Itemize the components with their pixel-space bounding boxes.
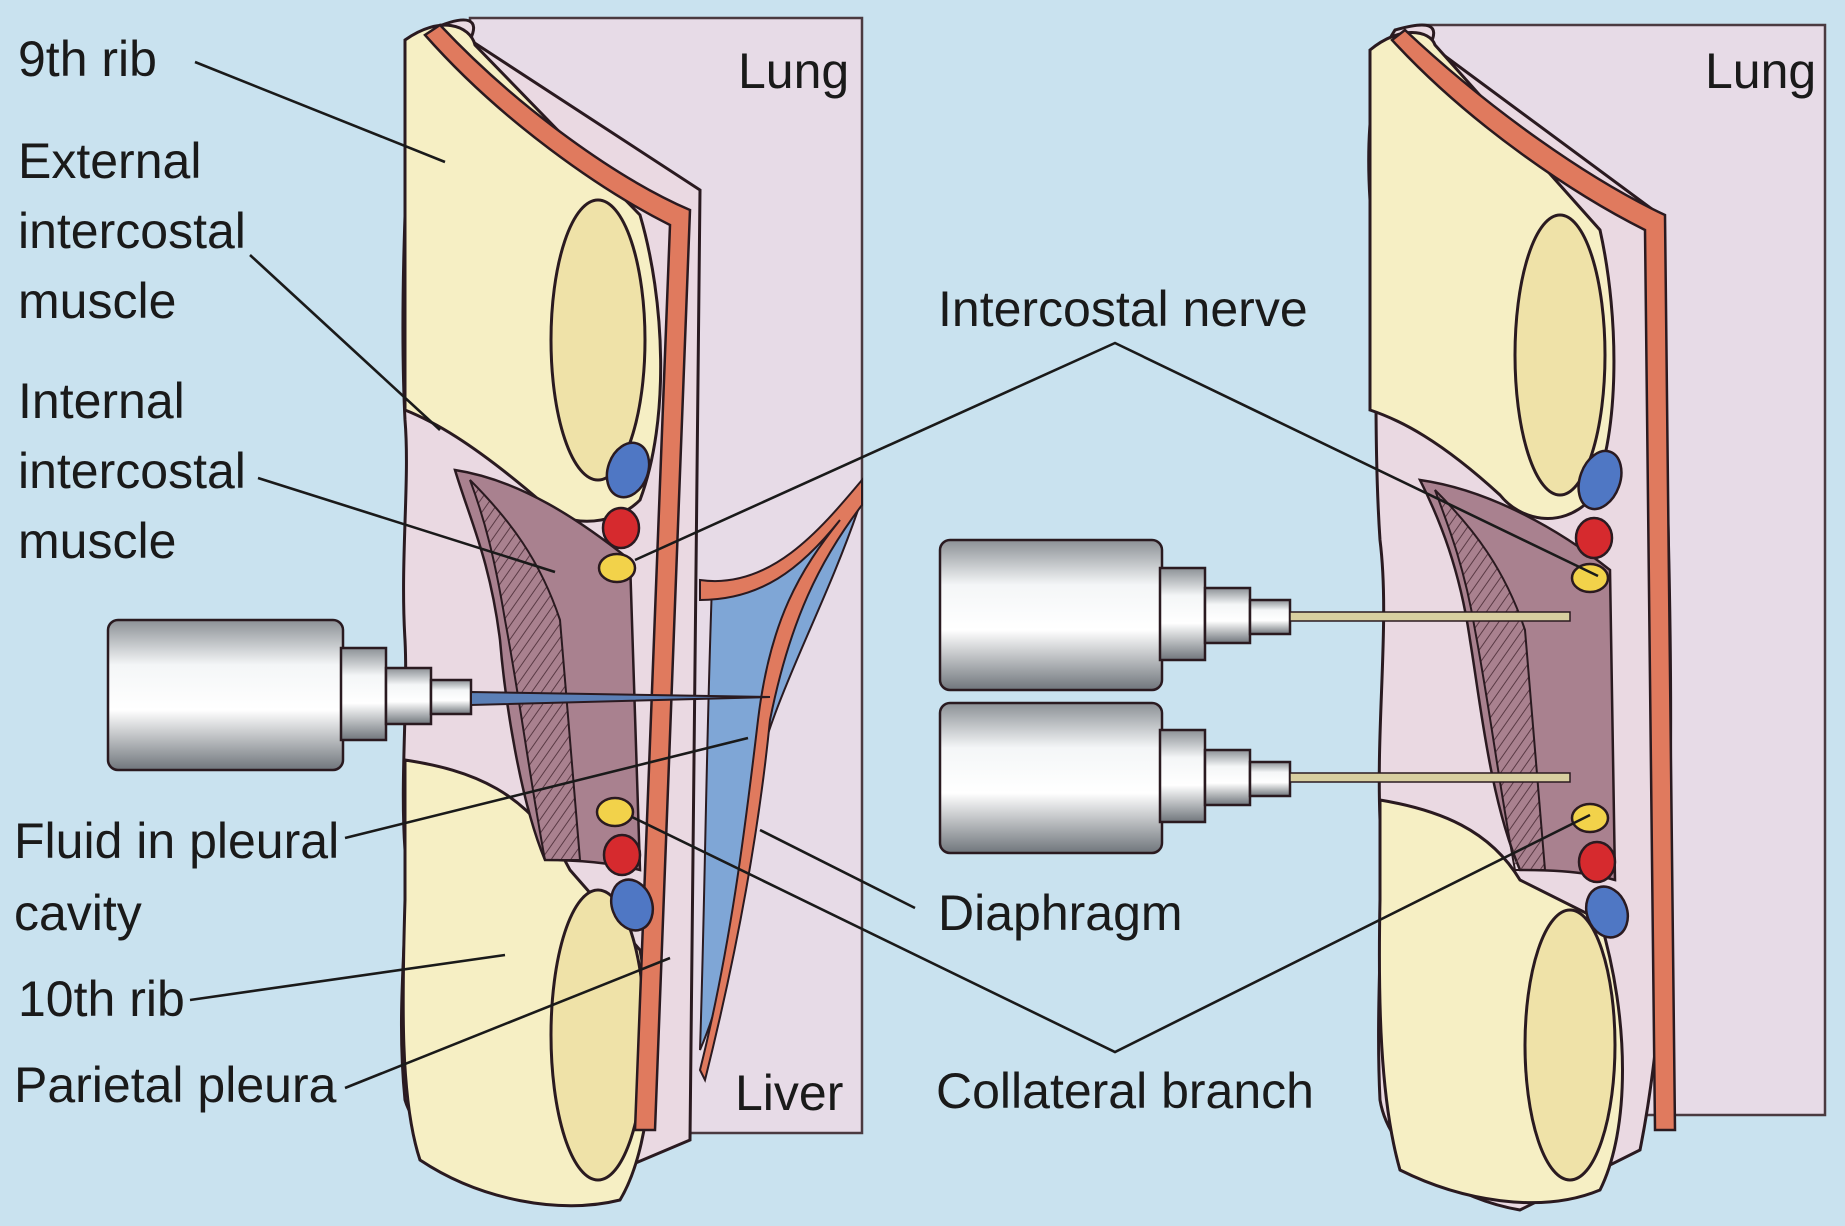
syringe-needle (1290, 773, 1570, 782)
label-9th-rib: 9th rib (18, 31, 157, 87)
label-line: External (18, 133, 201, 189)
syringe-hub (1205, 588, 1250, 643)
syringe-hub (341, 648, 386, 740)
label-line: intercostal (18, 203, 246, 259)
syringe-hub (431, 680, 471, 714)
nerve-icon (599, 554, 635, 582)
label-line: Fluid in pleural (14, 813, 339, 869)
rib-9-cross-section-left (551, 200, 645, 480)
syringe-hub (1160, 730, 1205, 822)
artery-icon (1576, 518, 1612, 558)
label-diaphragm: Diaphragm (938, 885, 1183, 941)
syringe-barrel (108, 620, 343, 770)
syringe-barrel (940, 540, 1162, 690)
nerve-icon (1572, 804, 1608, 832)
label-intercostal-nerve: Intercostal nerve (938, 281, 1308, 337)
syringe-barrel (940, 703, 1162, 853)
rib-10-cross-section-left (551, 890, 645, 1180)
label-line: Internal (18, 373, 185, 429)
lung-label-left: Lung (738, 43, 849, 99)
rib-9-cross-section-right (1515, 215, 1605, 495)
label-line: muscle (18, 513, 176, 569)
nerve-icon (1572, 564, 1608, 592)
artery-icon (604, 835, 640, 875)
label-fluid: Fluid in pleural cavity (14, 813, 353, 941)
label-line: intercostal (18, 443, 246, 499)
syringe-hub (1250, 600, 1290, 634)
label-parietal-pleura: Parietal pleura (14, 1057, 337, 1113)
syringe-hub (1250, 762, 1290, 796)
syringe-hub (386, 668, 431, 724)
rib-10-cross-section-right (1525, 910, 1615, 1180)
lung-label-right: Lung (1705, 43, 1816, 99)
label-internal-intercostal: Internal intercostal muscle (18, 373, 260, 569)
syringe-needle (1290, 612, 1570, 621)
syringe-hub (1160, 568, 1205, 660)
label-line: muscle (18, 273, 176, 329)
artery-icon (1579, 842, 1615, 882)
label-collateral-branch: Collateral branch (936, 1063, 1314, 1119)
label-line: cavity (14, 885, 142, 941)
liver-label: Liver (735, 1065, 843, 1121)
left-panel: Lung Liver (108, 18, 862, 1206)
artery-icon (603, 508, 639, 548)
label-external-intercostal: External intercostal muscle (18, 133, 260, 329)
label-10th-rib: 10th rib (18, 971, 185, 1027)
nerve-icon (597, 798, 633, 826)
syringe-hub (1205, 750, 1250, 805)
